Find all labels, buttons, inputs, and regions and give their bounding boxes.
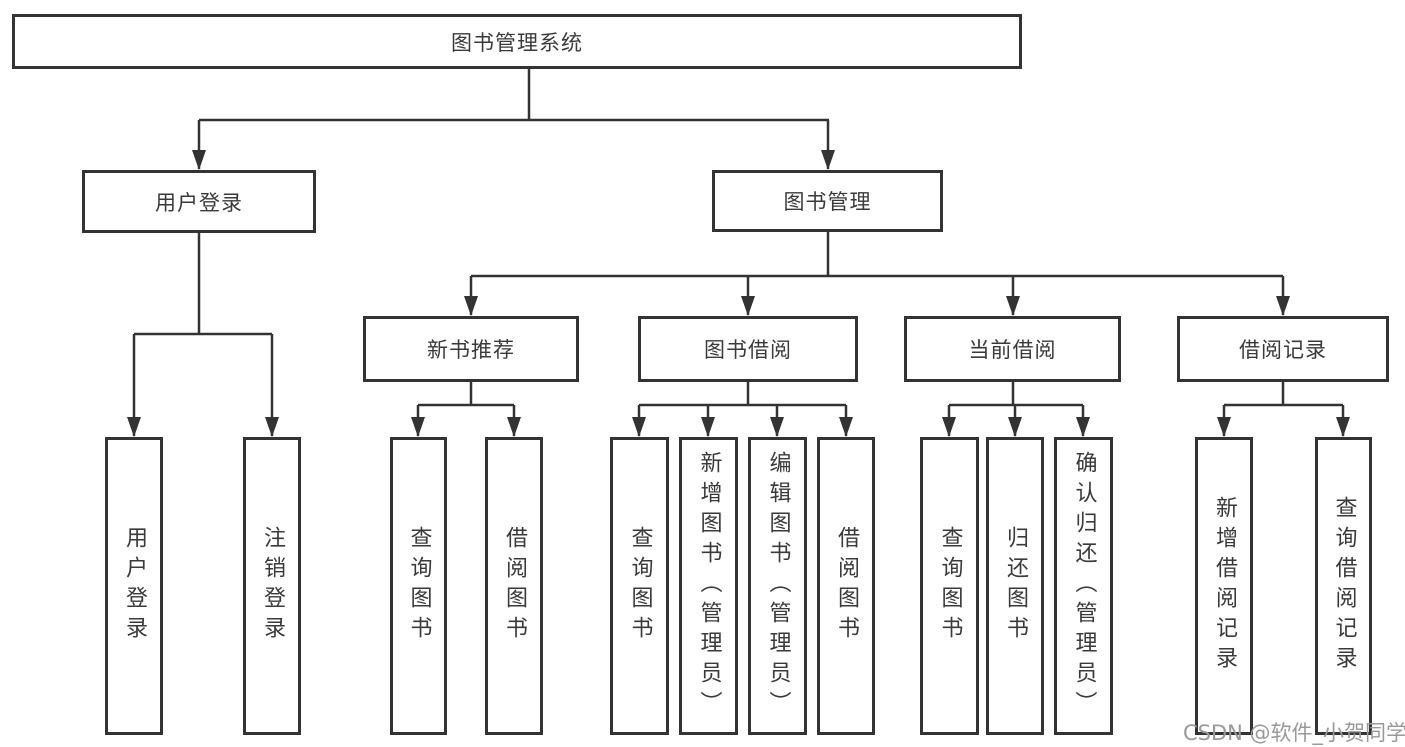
node-current-borrowing: 当前借阅 — [904, 316, 1121, 382]
leaf-confirm-return-admin: 确认归还（管理员） — [1054, 437, 1113, 735]
node-book-borrowing: 图书借阅 — [638, 316, 858, 382]
leaf-add-borrow-record: 新增借阅记录 — [1195, 437, 1253, 735]
leaf-borrow-books-recommend: 借阅图书 — [485, 437, 543, 735]
leaf-return-books: 归还图书 — [986, 437, 1044, 735]
node-user-login: 用户登录 — [82, 170, 316, 233]
leaf-add-books-admin: 新增图书（管理员） — [679, 437, 738, 735]
csdn-watermark: CSDN @软件_小贺同学 — [1183, 721, 1405, 745]
leaf-query-books-recommend: 查询图书 — [390, 437, 447, 735]
leaf-user-login: 用户登录 — [105, 437, 163, 735]
leaf-edit-books-admin: 编辑图书（管理员） — [748, 437, 807, 735]
leaf-query-books-current: 查询图书 — [920, 437, 979, 735]
node-book-management: 图书管理 — [712, 170, 943, 232]
leaf-query-borrow-record: 查询借阅记录 — [1315, 437, 1372, 735]
leaf-logout: 注销登录 — [243, 437, 301, 735]
node-new-book-recommendation: 新书推荐 — [363, 316, 579, 382]
node-borrowing-records: 借阅记录 — [1177, 316, 1389, 382]
leaf-query-books-borrow: 查询图书 — [610, 437, 669, 735]
leaf-borrow-books: 借阅图书 — [817, 437, 875, 735]
node-root-system: 图书管理系统 — [12, 14, 1022, 69]
